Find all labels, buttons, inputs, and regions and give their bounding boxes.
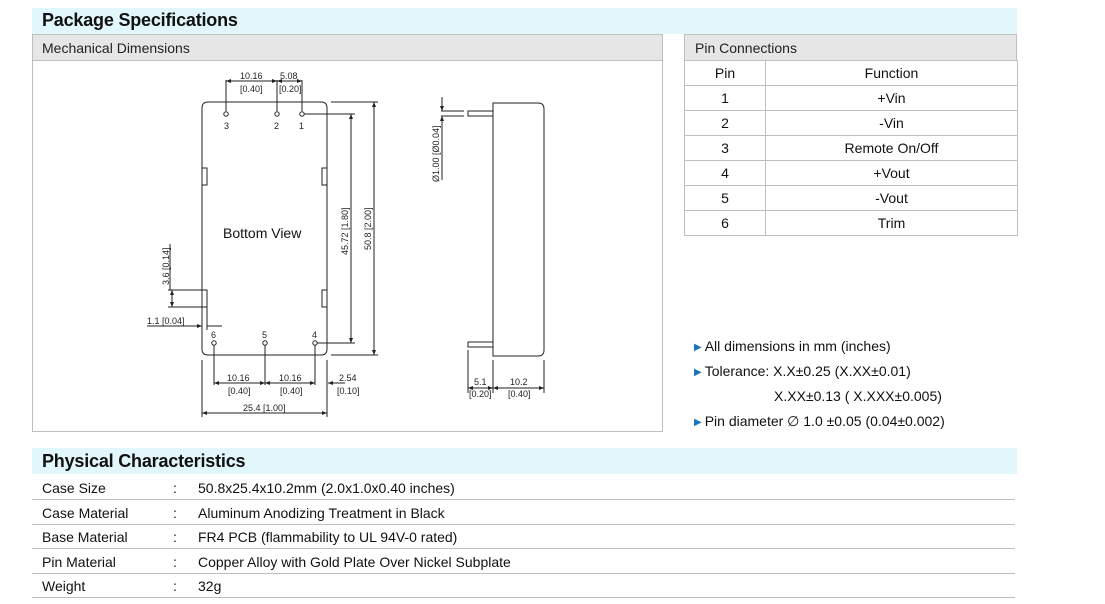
triangle-right-icon: ▶ xyxy=(694,342,702,353)
spec-separator: : xyxy=(173,480,177,496)
note-tolerance-2: X.XX±0.13 ( X.XXX±0.005) xyxy=(774,388,942,404)
spec-label: Base Material xyxy=(42,529,128,545)
triangle-right-icon: ▶ xyxy=(694,417,702,428)
function-cell: Trim xyxy=(765,210,1018,236)
function-cell: +Vin xyxy=(765,85,1018,111)
pin-cell: 4 xyxy=(684,160,766,186)
note-tolerance: ▶Tolerance: X.X±0.25 (X.XX±0.01) xyxy=(694,363,911,379)
function-cell: -Vin xyxy=(765,110,1018,136)
spec-row-case-size: Case Size : 50.8x25.4x10.2mm (2.0x1.0x0.… xyxy=(32,475,1015,500)
physical-characteristics-title: Physical Characteristics xyxy=(42,451,246,471)
function-cell: +Vout xyxy=(765,160,1018,186)
pin-cell: 2 xyxy=(684,110,766,136)
spec-label: Case Size xyxy=(42,480,106,496)
spec-separator: : xyxy=(173,529,177,545)
function-cell: Remote On/Off xyxy=(765,135,1018,161)
table-row: 1+Vin xyxy=(684,85,1018,111)
triangle-right-icon: ▶ xyxy=(694,367,702,378)
spec-value: Copper Alloy with Gold Plate Over Nickel… xyxy=(198,554,511,570)
spec-label: Weight xyxy=(42,578,86,594)
spec-separator: : xyxy=(173,578,177,594)
spec-row-base-material: Base Material : FR4 PCB (flammability to… xyxy=(32,524,1015,549)
spec-label: Case Material xyxy=(42,505,129,521)
spec-value: 50.8x25.4x10.2mm (2.0x1.0x0.40 inches) xyxy=(198,480,455,496)
table-row: 5-Vout xyxy=(684,185,1018,211)
package-specifications-bar xyxy=(32,8,1017,34)
spec-value: 32g xyxy=(198,578,222,594)
spec-value: Aluminum Anodizing Treatment in Black xyxy=(198,505,445,521)
spec-separator: : xyxy=(173,505,177,521)
spec-row-case-material: Case Material : Aluminum Anodizing Treat… xyxy=(32,500,1015,525)
pin-cell: 6 xyxy=(684,210,766,236)
note-dimensions: ▶All dimensions in mm (inches) xyxy=(694,338,891,354)
package-specifications-title: Package Specifications xyxy=(42,10,238,30)
pin-cell: 5 xyxy=(684,185,766,211)
note-pin-diameter: ▶Pin diameter ∅ 1.0 ±0.05 (0.04±0.002) xyxy=(694,413,945,429)
function-cell: -Vout xyxy=(765,185,1018,211)
mechanical-dimensions-panel: Mechanical Dimensions xyxy=(32,34,663,432)
column-header-function: Function xyxy=(765,60,1018,86)
column-header-pin: Pin xyxy=(684,60,766,86)
table-row: 4+Vout xyxy=(684,160,1018,186)
pin-cell: 3 xyxy=(684,135,766,161)
mechanical-dimensions-header: Mechanical Dimensions xyxy=(33,34,662,61)
table-row: 2-Vin xyxy=(684,110,1018,136)
spec-value: FR4 PCB (flammability to UL 94V-0 rated) xyxy=(198,529,458,545)
physical-characteristics-bar xyxy=(32,448,1017,474)
pin-connections-label: Pin Connections xyxy=(695,40,797,56)
spec-separator: : xyxy=(173,554,177,570)
spec-row-pin-material: Pin Material : Copper Alloy with Gold Pl… xyxy=(32,549,1015,574)
mechanical-dimensions-label: Mechanical Dimensions xyxy=(42,40,190,56)
spec-row-weight: Weight : 32g xyxy=(32,573,1015,598)
table-header-row: Pin Function xyxy=(684,60,1018,86)
spec-label: Pin Material xyxy=(42,554,116,570)
pin-connections-panel: Pin Connections Pin Function 1+Vin 2-Vin… xyxy=(684,34,1018,236)
pin-cell: 1 xyxy=(684,85,766,111)
pin-connections-header: Pin Connections xyxy=(684,34,1017,60)
